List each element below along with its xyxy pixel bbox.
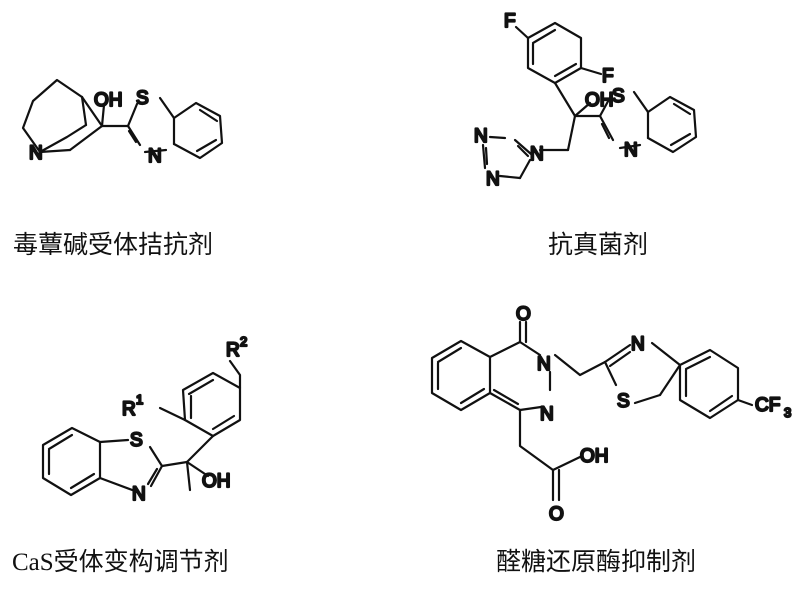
atom-s: S [130,430,143,451]
atom-r2: R [226,340,240,361]
atom-oh: OH [94,90,123,111]
antifungal-structure [481,21,698,180]
atom-n: N [537,354,551,375]
cas-modulator-structure [41,359,242,497]
atom-o: O [549,504,564,525]
atom-oh: OH [202,471,231,492]
caption-aldose-reductase-inhibitor: 醛糖还原酶抑制剂 [496,549,697,576]
atom-n: N [148,146,162,167]
atom-n: N [474,126,488,147]
atom-f: F [602,66,614,87]
muscarinic-antagonist-structure [21,78,224,160]
atom-r1: R [122,399,136,420]
atom-cf: CF [755,395,780,416]
caption-muscarinic-antagonist: 毒蕈碱受体拮抗剂 [13,232,214,259]
atom-oh: OH [580,446,609,467]
atom-n: N [29,143,43,164]
caption-cas-modulator: CaS受体变构调节剂 [12,549,229,576]
atom-f: F [504,11,516,32]
caption-antifungal: 抗真菌剂 [548,232,649,259]
atom-oh: OH [585,90,614,111]
atom-n: N [132,484,146,505]
atom-n: N [530,144,544,165]
superscript-1: 1 [136,392,143,407]
aldose-reductase-inhibitor-structure [430,320,754,502]
superscript-2: 2 [240,334,247,349]
atom-n: N [486,169,500,190]
atom-n: N [631,334,645,355]
atom-n: N [624,140,638,161]
atom-s: S [612,86,625,107]
atom-s: S [136,88,149,109]
subscript-3: 3 [784,405,791,420]
atom-o: O [516,304,531,325]
atom-s: S [617,391,630,412]
atom-n: N [540,404,554,425]
